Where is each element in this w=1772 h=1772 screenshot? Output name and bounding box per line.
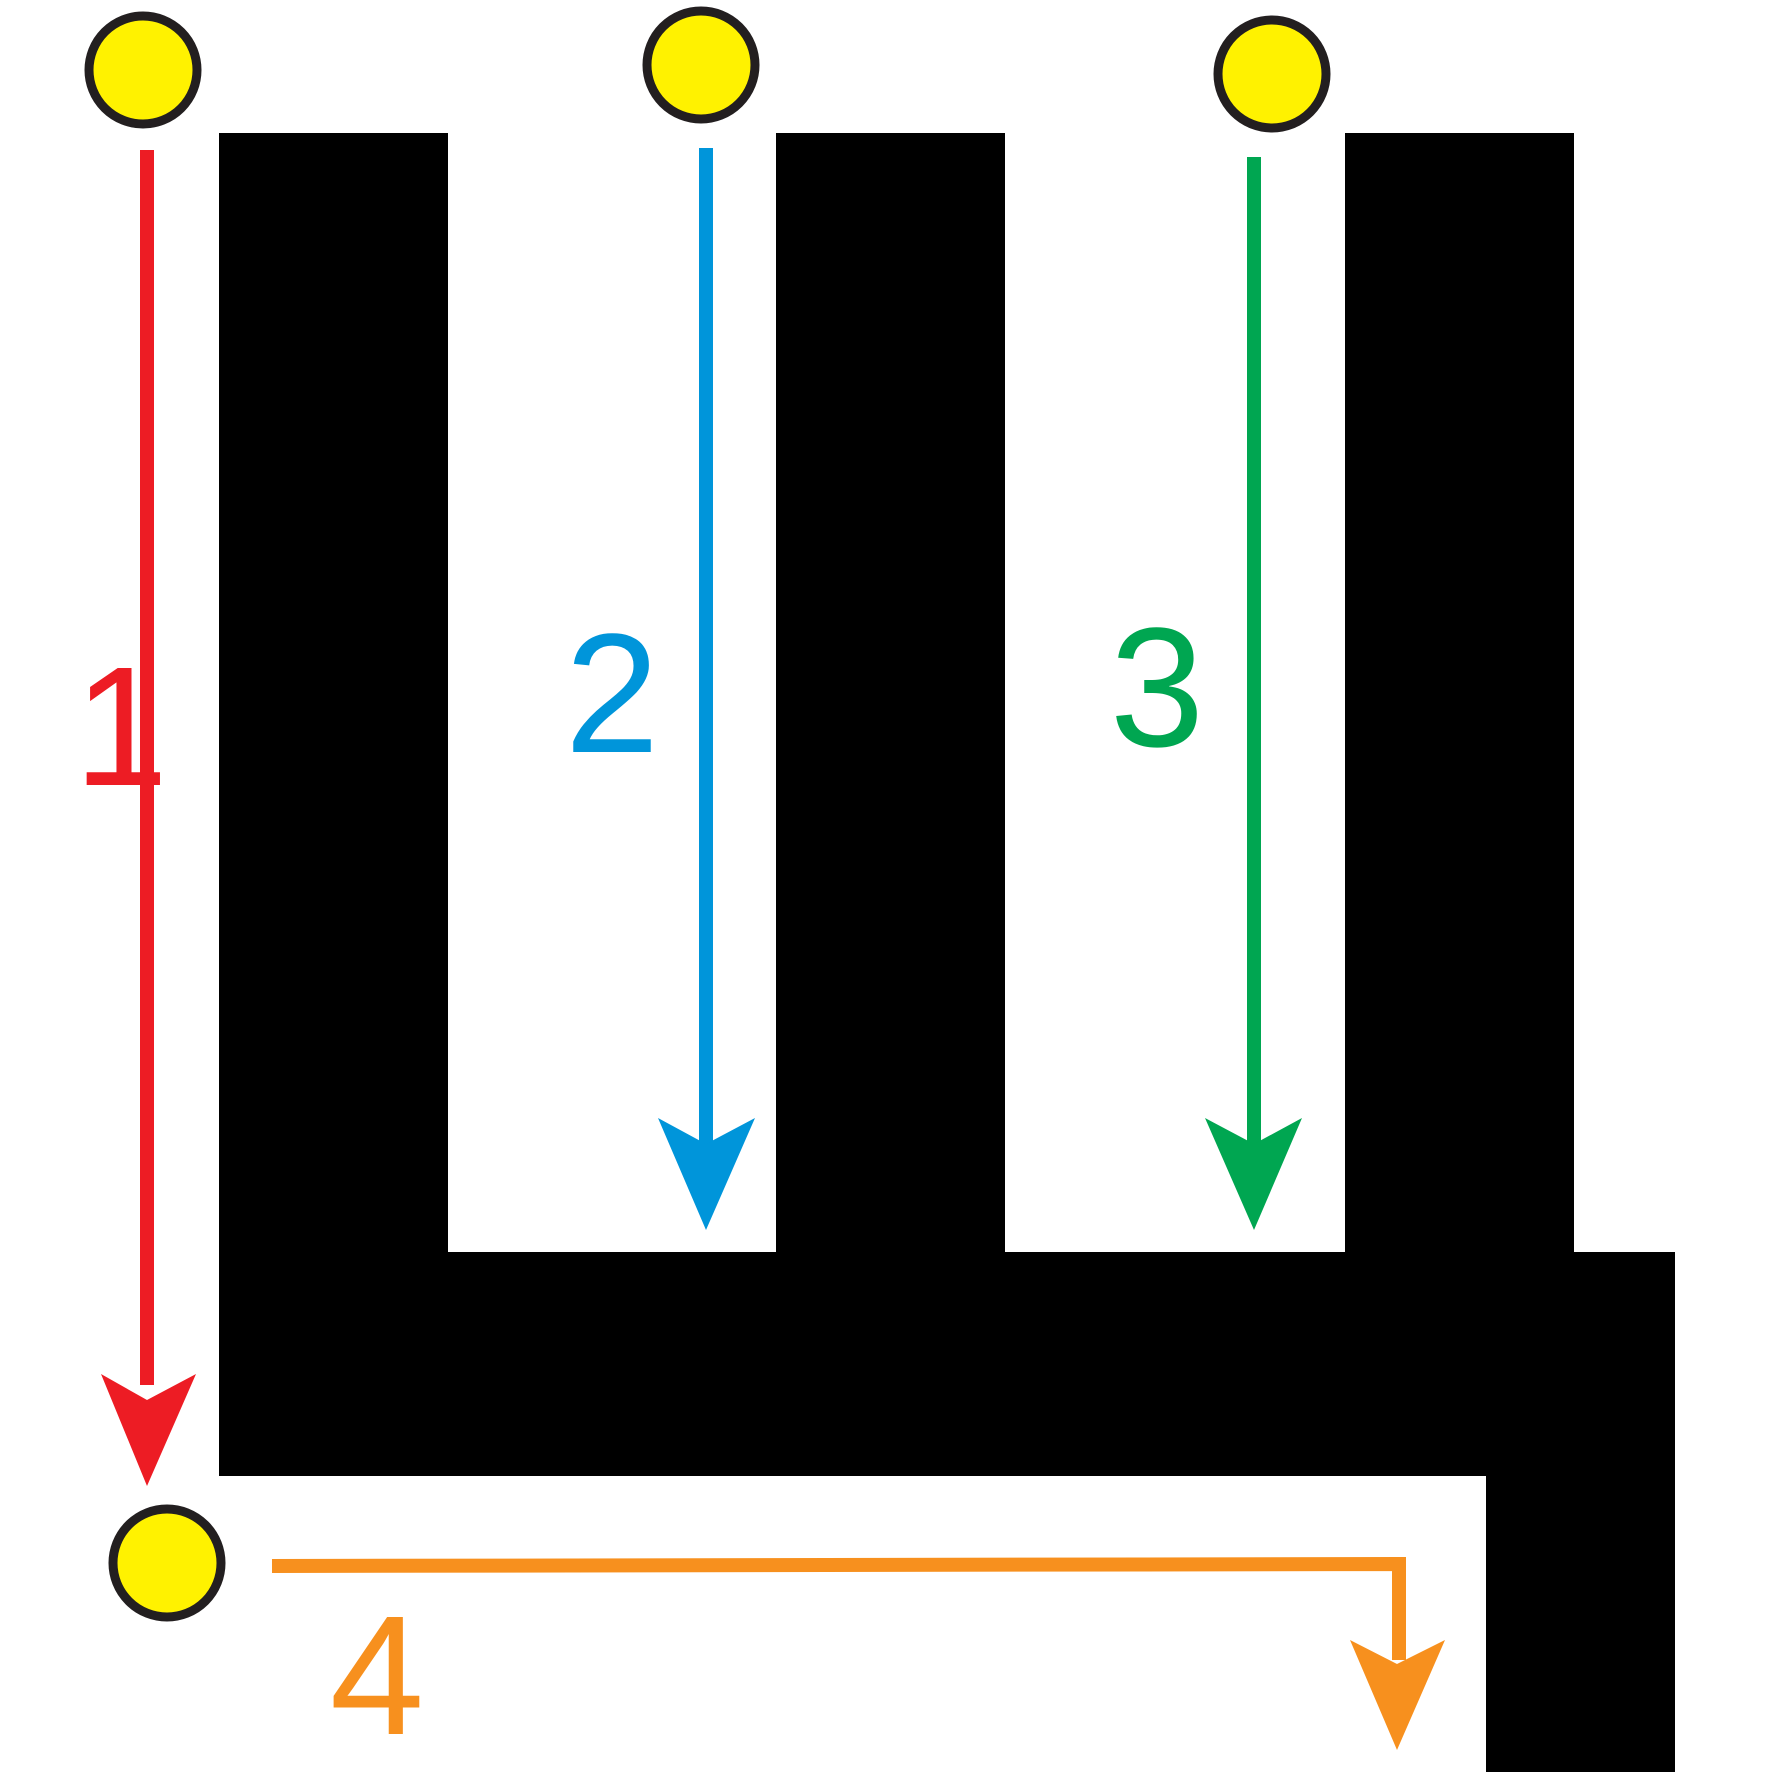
stroke-2-arrowhead: [658, 1118, 755, 1230]
stroke-4: 4: [271, 1556, 1445, 1771]
stroke-1-number: 1: [74, 632, 169, 822]
start-dots: [84, 6, 1331, 1622]
stroke-4-start-dot: [108, 1504, 226, 1622]
stroke-2-number: 2: [565, 599, 660, 789]
stroke-3-arrowhead: [1205, 1118, 1302, 1230]
stroke-2-start-dot: [642, 6, 760, 124]
stroke-4-arrowhead: [1350, 1640, 1445, 1750]
stroke-3: 3: [1110, 157, 1302, 1230]
stroke-3-start-dot: [1213, 15, 1331, 133]
stroke-4-number: 4: [330, 1581, 425, 1771]
stroke-3-number: 3: [1110, 593, 1205, 783]
stroke-1: 1: [74, 150, 196, 1486]
letter-glyph: [219, 133, 1675, 1772]
stroke-1-start-dot: [84, 11, 202, 129]
stroke-4-arrow-shaft: [271, 1556, 1406, 1660]
stroke-1-arrowhead: [101, 1374, 196, 1486]
stroke-2: 2: [565, 148, 755, 1230]
